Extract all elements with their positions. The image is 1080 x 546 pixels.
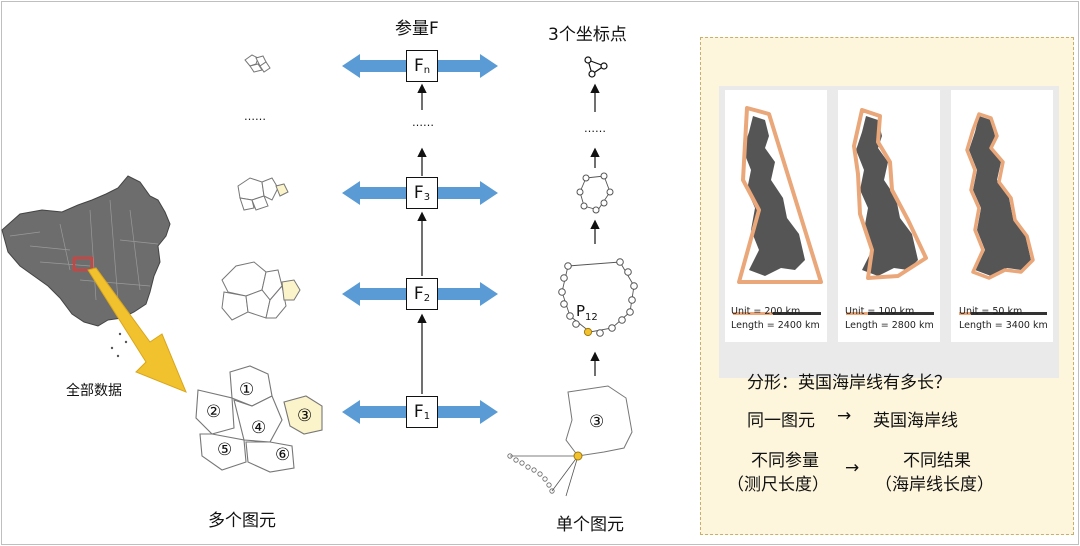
- map-unit-100: Unit = 100 km: [845, 306, 915, 317]
- diff-result-text: 不同结果: [903, 451, 971, 471]
- map-card-50: [951, 90, 1053, 342]
- three-points-title: 3个坐标点: [548, 25, 627, 45]
- param-box-3: F3: [406, 177, 438, 209]
- map-card-200: [725, 90, 827, 342]
- left-ellipsis: ……: [244, 110, 266, 123]
- zoom-callout-arrow: [87, 267, 187, 393]
- multi-elements-2: [221, 261, 301, 321]
- multi-elements-1: [195, 365, 323, 473]
- fractal-panel: Unit = 200 km Length = 2400 km Unit = 10…: [700, 37, 1074, 535]
- map-unit-50: Unit = 50 km: [959, 306, 1023, 317]
- param-box-2: F2: [406, 278, 438, 310]
- fractal-question: 分形：英国海岸线有多长？: [747, 373, 951, 393]
- right-ellipsis: ……: [584, 122, 606, 135]
- diff-param-text: 不同参量: [751, 451, 819, 471]
- diff-arrow: →: [845, 458, 860, 478]
- coastline-text: 英国海岸线: [873, 411, 958, 431]
- map-card-100: [838, 90, 940, 342]
- sample-points-2: [558, 258, 638, 337]
- coastline-maps: Unit = 200 km Length = 2400 km Unit = 10…: [719, 86, 1059, 378]
- map-unit-200: Unit = 200 km: [731, 306, 801, 317]
- single-element-shape: [507, 385, 633, 497]
- multi-elements-n: [244, 54, 271, 73]
- param-box-1: F1: [406, 396, 438, 428]
- middle-ellipsis: ……: [412, 116, 434, 129]
- circled-4: ④: [251, 418, 267, 438]
- param-title: 参量F: [395, 19, 439, 39]
- china-map: [1, 175, 171, 358]
- single-circled-3: ③: [589, 412, 605, 432]
- sample-points-3: [576, 172, 614, 214]
- diff-param-note: （测尺长度）: [727, 475, 829, 495]
- three-points-shape: [584, 56, 608, 78]
- map-length-2400: Length = 2400 km: [731, 320, 820, 331]
- diff-result-note: （海岸线长度）: [875, 475, 994, 495]
- circled-6: ⑥: [275, 445, 291, 465]
- all-data-label: 全部数据: [66, 383, 122, 399]
- param-arrows: [342, 54, 498, 424]
- multi-elements-label: 多个图元: [208, 511, 276, 531]
- same-arrow: →: [837, 406, 852, 426]
- single-element-label: 单个图元: [556, 515, 624, 535]
- diagram-canvas: [1, 54, 638, 497]
- circled-1: ①: [239, 380, 255, 400]
- map-length-3400: Length = 3400 km: [959, 320, 1048, 331]
- map-length-2800: Length = 2800 km: [845, 320, 934, 331]
- same-element-text: 同一图元: [747, 411, 815, 431]
- point-p12-label: P12: [576, 302, 598, 323]
- circled-5: ⑤: [217, 440, 233, 460]
- circled-2: ②: [206, 402, 222, 422]
- param-box-n: Fn: [406, 50, 438, 82]
- circled-3: ③: [297, 406, 313, 426]
- multi-elements-3: [237, 177, 289, 211]
